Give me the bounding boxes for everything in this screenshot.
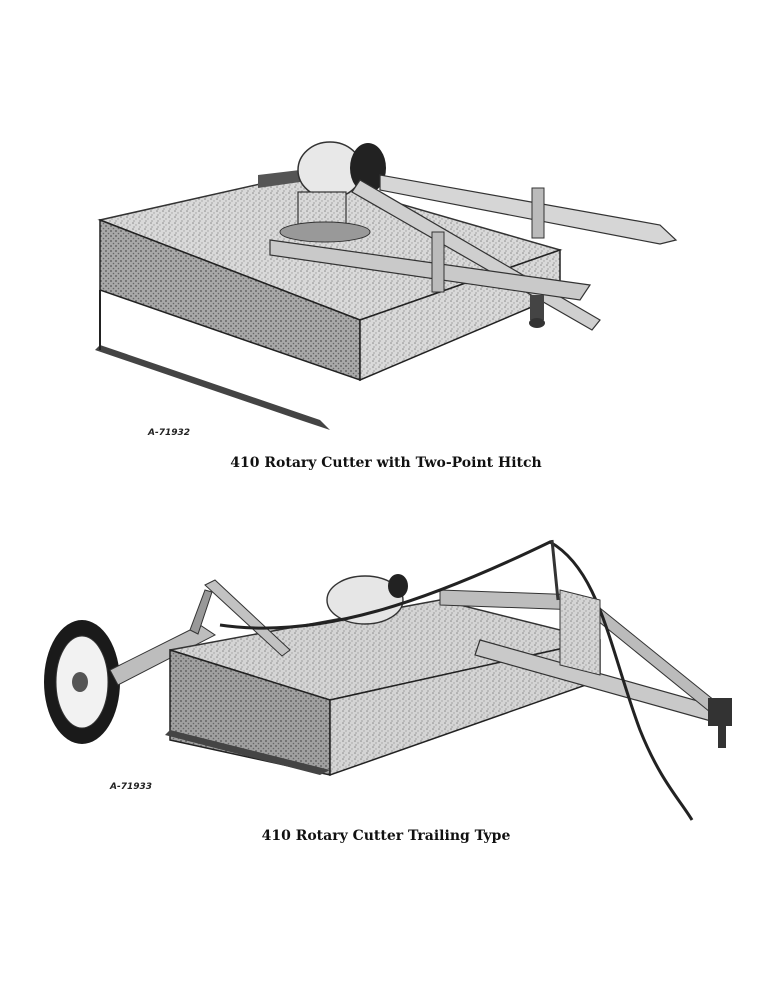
- figure-caption: 410 Rotary Cutter Trailing Type: [261, 828, 511, 844]
- figure-two-point-hitch: A-71932: [0, 120, 772, 440]
- figure-trailing-type: A-71933: [0, 530, 772, 830]
- figure-id-label: A-71932: [148, 428, 191, 438]
- figure-caption: 410 Rotary Cutter with Two-Point Hitch: [230, 455, 542, 471]
- figure-id-label: A-71933: [110, 782, 153, 792]
- rotary-cutter-trailing-type-illustration: [44, 539, 732, 821]
- rotary-cutter-two-point-hitch-illustration: [95, 141, 678, 430]
